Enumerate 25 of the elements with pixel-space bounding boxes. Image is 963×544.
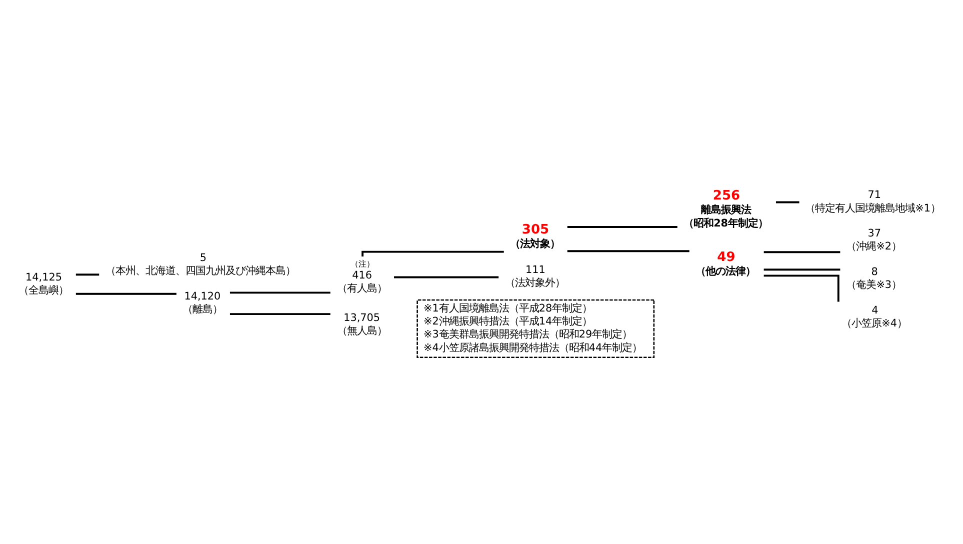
connector <box>764 268 840 271</box>
node-text: 14,125 （全島嶼） <box>18 271 69 296</box>
node-text: 13,705 （無人島） <box>336 312 387 337</box>
node-text: 416 （有人島） <box>336 269 387 294</box>
node-text: 4 （小笠原※4） <box>842 304 907 330</box>
node-text: 8 （奄美※3） <box>846 266 902 292</box>
connector <box>394 276 499 278</box>
connector <box>776 201 800 204</box>
connector <box>567 250 690 252</box>
node-text: 305 （法対象） <box>510 222 560 250</box>
node-text: 37 （沖縄※2） <box>846 228 902 253</box>
connector <box>230 292 330 294</box>
connector <box>76 292 176 295</box>
node-text: 5 （本州、北海道、四国九州及び沖縄本島） <box>105 252 296 277</box>
node-text: 14,120 （離島） <box>182 290 222 316</box>
node-text: 71 （特定有人国境離島地域※1） <box>805 189 940 214</box>
node-text: 49 （他の法律） <box>695 250 756 278</box>
connector <box>764 251 840 254</box>
connector <box>567 226 678 228</box>
node-text: 256 離島振興法 （昭和28年制定） <box>684 188 768 230</box>
connector <box>76 274 100 276</box>
connector <box>764 274 840 302</box>
node-box: ※1有人国境離島法（平成28年制定） ※2沖縄振興特措法（平成14年制定） ※3奄美群島振興開発特措法（昭和29年制定） ※4小笠原諸島振興開発特措法（昭和44年制定） <box>416 299 655 358</box>
node-text: 111 （法対象外） <box>504 264 565 290</box>
connector <box>230 313 330 316</box>
